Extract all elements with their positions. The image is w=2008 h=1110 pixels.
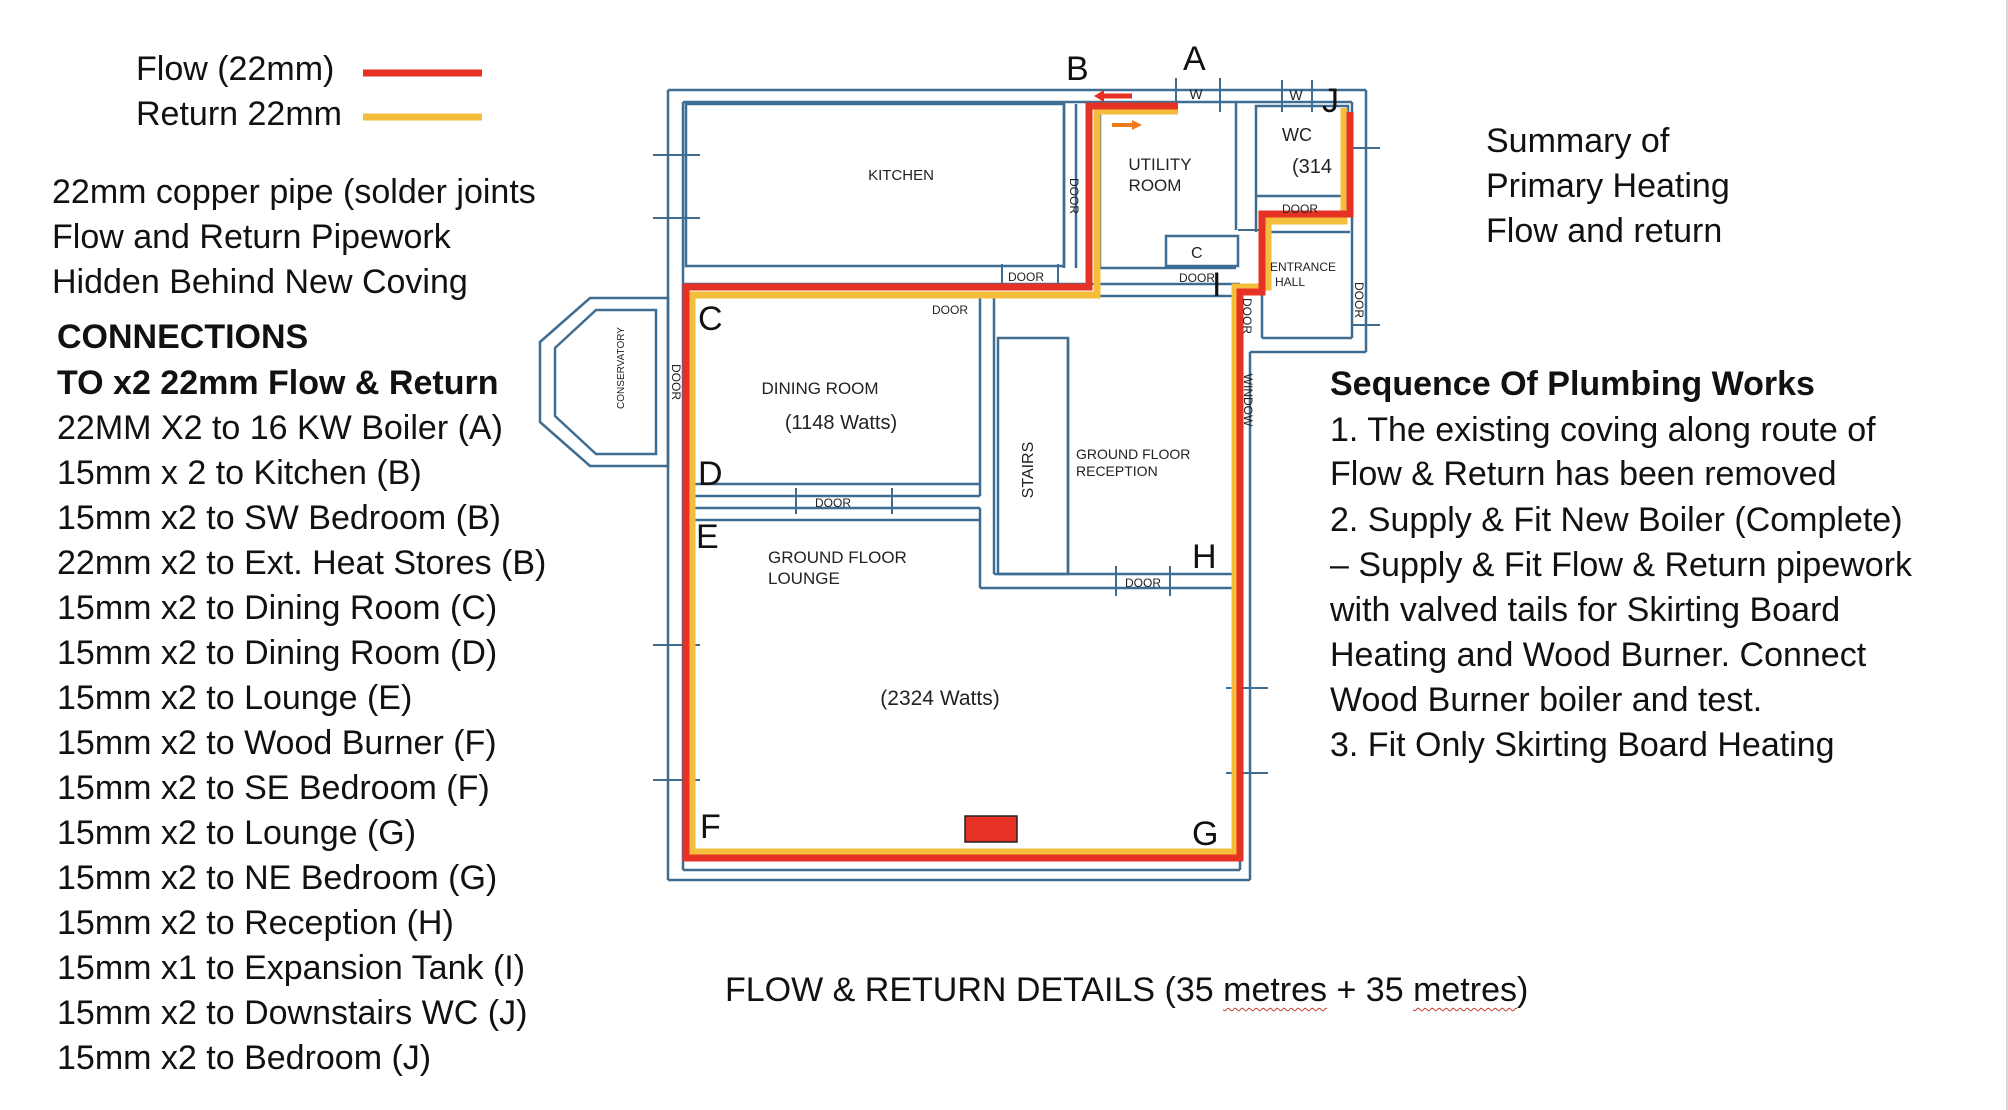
summary-line-3: Flow and return <box>1486 212 1723 250</box>
wall-ticks <box>653 78 1380 781</box>
connection-item: 15mm x2 to SE Bedroom (F) <box>57 769 490 807</box>
connection-item: 15mm x2 to Lounge (E) <box>57 679 413 717</box>
door-label: DOOR <box>1352 282 1366 318</box>
sequence-line: Heating and Wood Burner. Connect <box>1330 636 1867 674</box>
connection-item: 15mm x2 to Dining Room (C) <box>57 589 498 627</box>
connection-item: 15mm x2 to NE Bedroom (G) <box>57 859 498 897</box>
door-label: DOOR <box>1125 576 1161 590</box>
window-marker-label: W <box>1189 86 1203 102</box>
entrance-hall-label: HALL <box>1275 275 1305 289</box>
conservatory-label: CONSERVATORY <box>616 327 627 409</box>
window-label: WINDOW <box>1241 374 1255 427</box>
point-j-label: J <box>1322 82 1339 120</box>
point-d-label: D <box>698 455 723 493</box>
wood-burner-block <box>964 815 1018 843</box>
point-h-label: H <box>1192 538 1217 576</box>
flow-arrow-icon <box>1094 90 1132 102</box>
door-label: DOOR <box>1240 298 1254 334</box>
connection-item: 15mm x2 to Wood Burner (F) <box>57 724 497 762</box>
connection-item: 22MM X2 to 16 KW Boiler (A) <box>57 409 503 447</box>
window-marker-label: W <box>1289 87 1303 103</box>
connection-item: 15mm x2 to Bedroom (J) <box>57 1039 432 1077</box>
connections-heading: CONNECTIONS <box>57 318 309 356</box>
kitchen-walls <box>684 102 1066 268</box>
point-a-label: A <box>1183 40 1206 78</box>
utility-label: ROOM <box>1129 176 1182 195</box>
connection-item: 15mm x1 to Expansion Tank (I) <box>57 949 526 987</box>
door-label: DOOR <box>1067 178 1081 214</box>
door-label: DOOR <box>1008 270 1044 284</box>
lounge-watts-label: (2324 Watts) <box>880 687 999 710</box>
conservatory-walls-inner <box>553 308 658 456</box>
flow-pipe <box>682 102 1354 862</box>
sequence-line: – Supply & Fit Flow & Return pipework <box>1330 546 1913 584</box>
cupboard-walls <box>1164 234 1240 268</box>
wc-label: WC <box>1282 125 1312 145</box>
note-line-3: Hidden Behind New Coving <box>52 263 468 301</box>
point-g-label: G <box>1192 815 1218 853</box>
door-label: DOOR <box>932 303 968 317</box>
point-c-label: C <box>698 300 723 338</box>
sequence-line: Flow & Return has been removed <box>1330 455 1837 493</box>
summary-line-1: Summary of <box>1486 122 1670 160</box>
sequence-line: with valved tails for Skirting Board <box>1330 591 1841 629</box>
connection-item: 15mm x2 to Lounge (G) <box>57 814 417 852</box>
return-pipe <box>688 107 1348 856</box>
point-b-label: B <box>1066 50 1089 88</box>
sequence-line: 1. The existing coving along route of <box>1330 411 1876 449</box>
sequence-line: 3. Fit Only Skirting Board Heating <box>1330 726 1835 764</box>
conservatory-walls <box>538 296 670 468</box>
connection-item: 15mm x2 to Downstairs WC (J) <box>57 994 528 1032</box>
lounge-label: LOUNGE <box>768 569 840 588</box>
reception-label: RECEPTION <box>1076 463 1158 479</box>
kitchen-label: KITCHEN <box>868 167 934 184</box>
flow-return-details: FLOW & RETURN DETAILS (35 metres + 35 me… <box>725 973 1528 1007</box>
summary-line-2: Primary Heating <box>1486 167 1730 205</box>
connection-item: 15mm x2 to Reception (H) <box>57 904 454 942</box>
door-label: DOOR <box>815 496 851 510</box>
stairs-label: STAIRS <box>1020 442 1037 499</box>
reception-label: GROUND FLOOR <box>1076 446 1190 462</box>
return-arrow-icon <box>1112 120 1142 130</box>
utility-label: UTILITY <box>1128 155 1191 174</box>
connection-item: 15mm x 2 to Kitchen (B) <box>57 454 422 492</box>
door-label: DOOR <box>1282 202 1318 216</box>
connection-item: 22mm x2 to Ext. Heat Stores (B) <box>57 544 547 582</box>
legend-flow-label: Flow (22mm) <box>136 50 335 88</box>
wc-watts-label: (314 <box>1292 156 1332 178</box>
note-line-1: 22mm copper pipe (solder joints <box>52 173 536 211</box>
page-edge-divider <box>2006 0 2008 1110</box>
door-label: DOOR <box>1179 271 1215 285</box>
door-label: DOOR <box>669 364 683 400</box>
details-suffix: ) <box>1516 971 1529 1009</box>
entrance-hall-label: ENTRANCE <box>1270 260 1336 274</box>
lounge-label: GROUND FLOOR <box>768 548 907 567</box>
details-prefix: FLOW & RETURN DETAILS (35 <box>725 971 1224 1009</box>
connections-subheading: TO x2 22mm Flow & Return <box>57 364 499 402</box>
point-e-label: E <box>696 518 719 556</box>
legend-return-label: Return 22mm <box>136 95 342 133</box>
sequence-heading: Sequence Of Plumbing Works <box>1330 365 1815 403</box>
dining-watts-label: (1148 Watts) <box>785 412 897 434</box>
point-i-label: I <box>1212 266 1221 304</box>
sequence-line: Wood Burner boiler and test. <box>1330 681 1763 719</box>
cupboard-label: C <box>1191 245 1203 262</box>
dining-room-label: DINING ROOM <box>761 379 878 398</box>
connection-item: 15mm x2 to SW Bedroom (B) <box>57 499 502 537</box>
details-metres: metres <box>1413 971 1517 1009</box>
details-metres: metres <box>1223 971 1328 1009</box>
details-middle: + 35 <box>1327 971 1414 1009</box>
sequence-line: 2. Supply & Fit New Boiler (Complete) <box>1330 501 1903 539</box>
point-f-label: F <box>700 808 721 846</box>
connection-item: 15mm x2 to Dining Room (D) <box>57 634 498 672</box>
note-line-2: Flow and Return Pipework <box>52 218 451 256</box>
